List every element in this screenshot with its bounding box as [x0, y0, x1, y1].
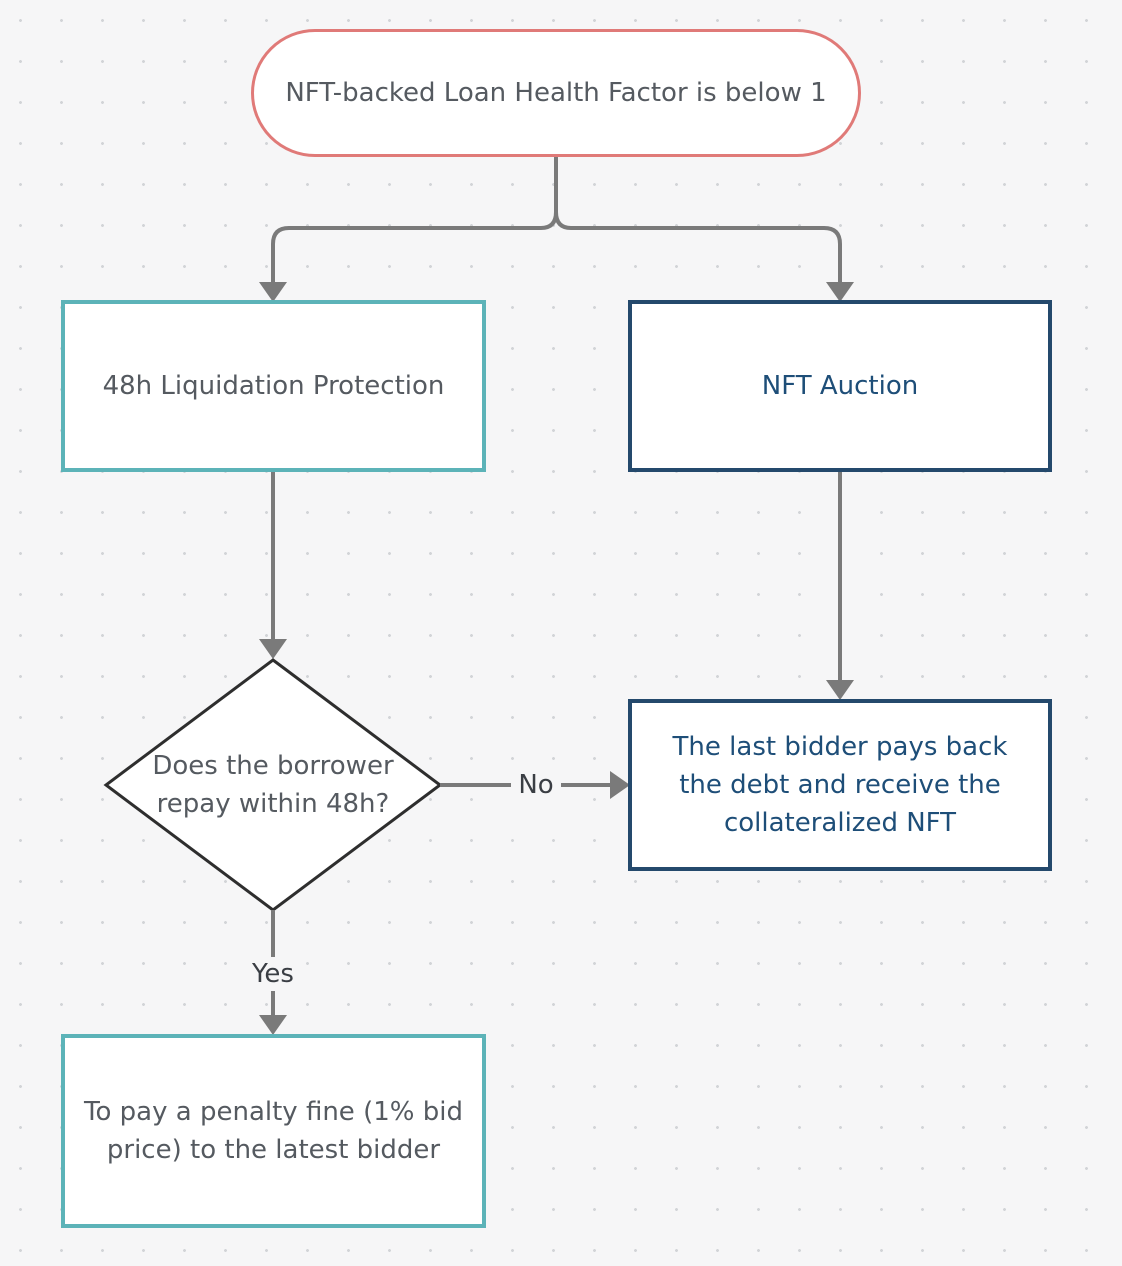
- penalty-box: To pay a penalty fine (1% bid price) to …: [61, 1034, 486, 1228]
- connector-start-to-auction: [554, 211, 842, 282]
- nft-auction-label: NFT Auction: [761, 371, 919, 401]
- connector-start-split: [271, 157, 558, 282]
- edge-label-no: No: [511, 768, 561, 802]
- decision-label: Does the borrower repay within 48h?: [152, 751, 394, 819]
- penalty-label: To pay a penalty fine (1% bid price) to …: [84, 1097, 463, 1165]
- nft-auction-box: NFT Auction: [628, 300, 1052, 472]
- arrowhead-to-auction: [826, 282, 854, 302]
- arrowhead-no: [610, 771, 630, 799]
- liquidation-protection-box: 48h Liquidation Protection: [61, 300, 486, 472]
- start-node: NFT-backed Loan Health Factor is below 1: [251, 29, 861, 157]
- arrowhead-to-bidder: [826, 680, 854, 700]
- bidder-outcome-label: The last bidder pays back the debt and r…: [672, 732, 1008, 838]
- arrowhead-to-protection: [259, 282, 287, 302]
- bidder-outcome-box: The last bidder pays back the debt and r…: [628, 699, 1052, 871]
- arrowhead-yes: [259, 1015, 287, 1035]
- arrowhead-to-decision: [259, 639, 287, 659]
- liquidation-protection-label: 48h Liquidation Protection: [102, 371, 445, 401]
- start-node-label: NFT-backed Loan Health Factor is below 1: [285, 78, 827, 108]
- edge-label-yes: Yes: [242, 957, 304, 991]
